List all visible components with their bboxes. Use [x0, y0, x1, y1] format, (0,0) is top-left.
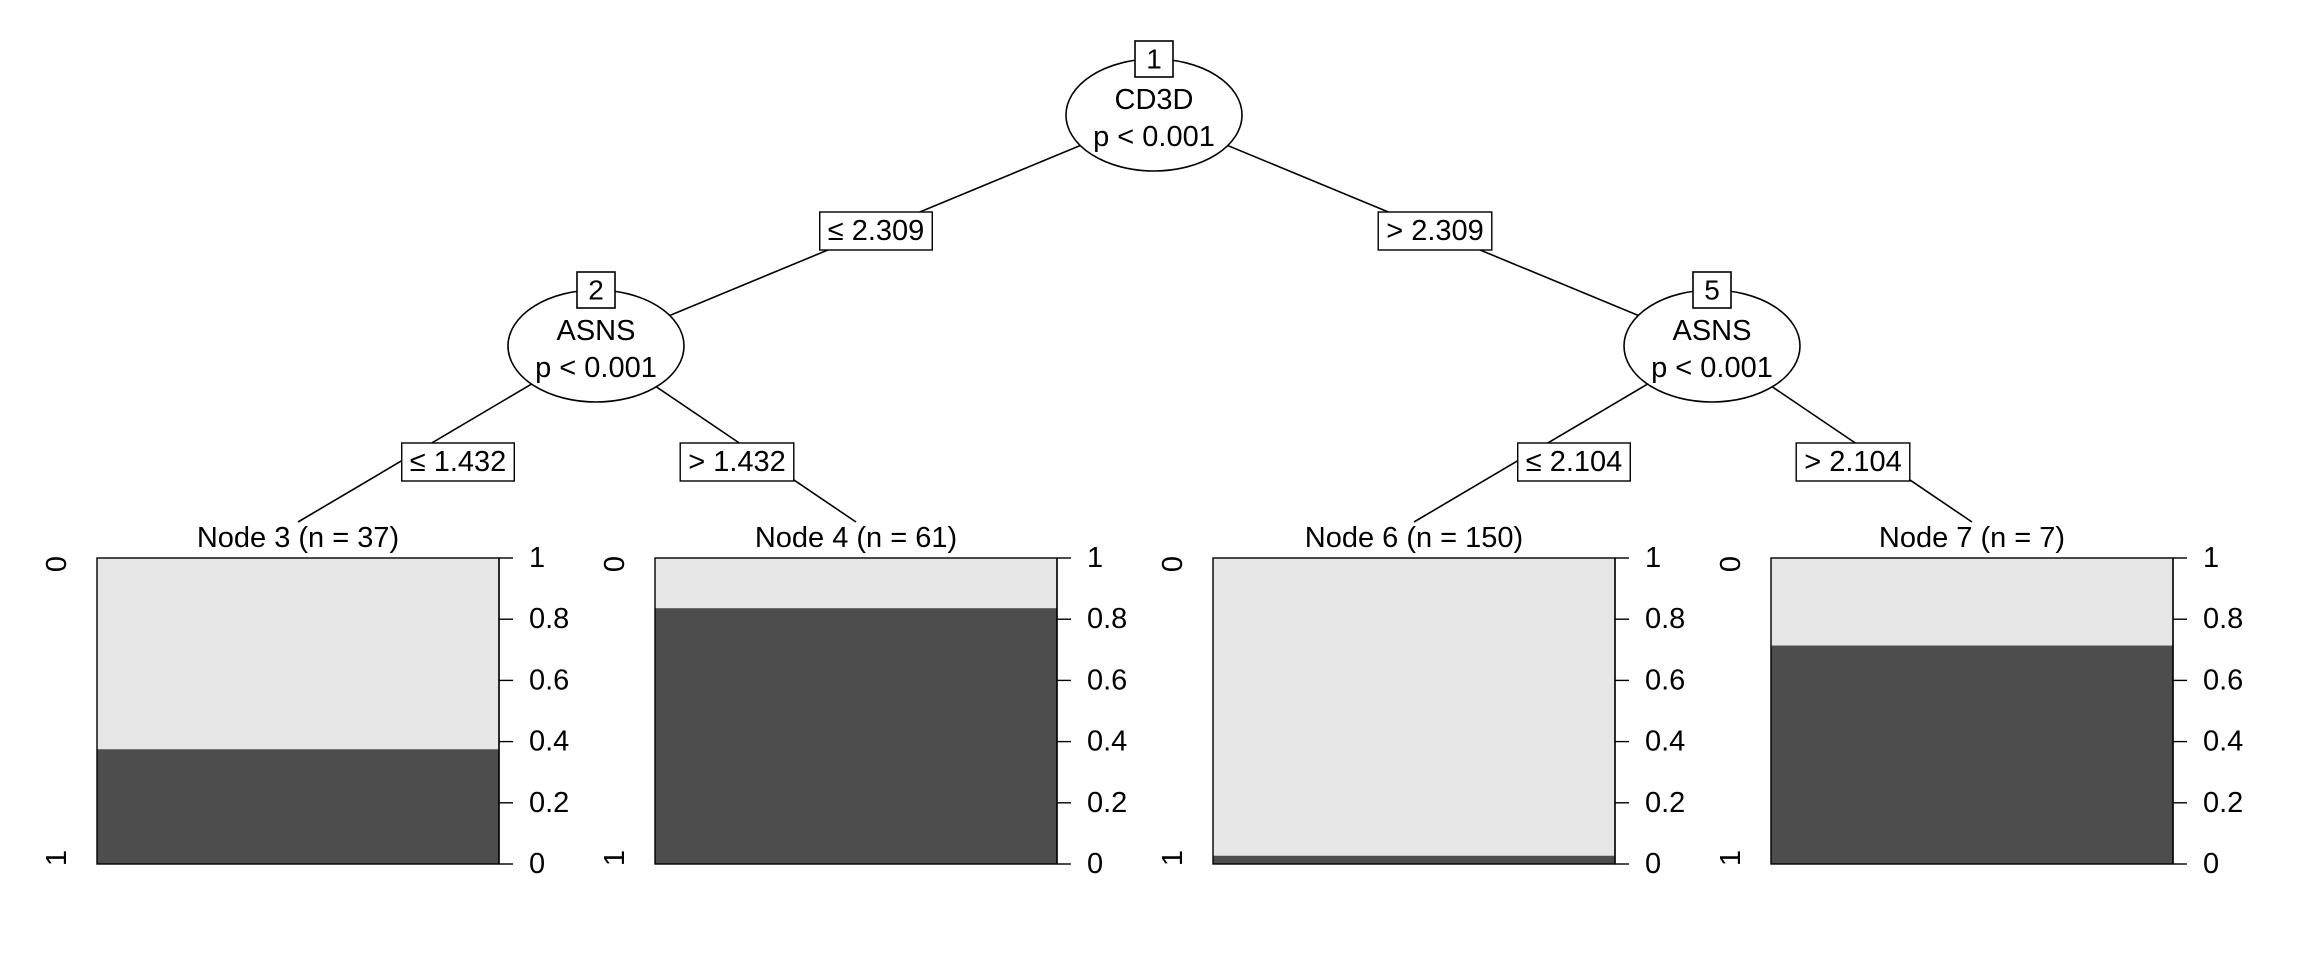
class-label-bottom: 1: [599, 850, 631, 866]
y-tick-label: 0: [2203, 848, 2219, 880]
y-tick-label: 0.4: [1645, 726, 1685, 758]
y-tick-label: 0.4: [1087, 726, 1127, 758]
terminal-node-title: Node 6 (n = 150): [1305, 522, 1523, 554]
node-variable-label: CD3D: [1115, 84, 1194, 116]
y-tick-label: 0.8: [529, 603, 569, 635]
edge-label-text: ≤ 2.309: [828, 215, 925, 247]
y-tick-label: 0.2: [2203, 787, 2243, 819]
class-label-bottom: 1: [1715, 850, 1747, 866]
class-label-top: 0: [1715, 556, 1747, 572]
terminal-node-title: Node 7 (n = 7): [1879, 522, 2065, 554]
class-label-bottom: 1: [1157, 850, 1189, 866]
edge-label-box: [679, 442, 795, 482]
y-tick-label: 0.6: [529, 664, 569, 696]
node-id-box: [1134, 40, 1174, 78]
edge-label-box: [401, 442, 515, 482]
y-tick-label: 1: [1087, 542, 1103, 574]
y-tick-label: 0.2: [529, 787, 569, 819]
edge-label-1-5: > 2.309: [1377, 211, 1493, 251]
bar-segment-class-1: [1771, 645, 2173, 864]
y-tick-label: 0.6: [1645, 664, 1685, 696]
y-tick-label: 1: [1645, 542, 1661, 574]
edge-label-2-3: ≤ 1.432: [401, 442, 515, 482]
terminal-node-6: Node 6 (n = 150) 0 0.2 0.4 0.6 0.8 1 0 1: [1157, 522, 1685, 880]
edge-label-5-6: ≤ 2.104: [1517, 442, 1631, 482]
class-label-top: 0: [599, 556, 631, 572]
terminal-node-title: Node 3 (n = 37): [197, 522, 399, 554]
edge-label-1-2: ≤ 2.309: [819, 211, 933, 251]
node-id-label: 5: [1704, 275, 1720, 306]
y-tick-label: 0.4: [2203, 726, 2243, 758]
bar-segment-class-0: [97, 558, 499, 750]
edge-label-box: [1795, 442, 1911, 482]
class-label-bottom: 1: [41, 850, 73, 866]
edge-label-box: [1377, 211, 1493, 251]
bar-segment-class-1: [1213, 855, 1615, 864]
y-tick-label: 0: [529, 848, 545, 880]
bar-segment-class-0: [1213, 558, 1615, 856]
y-tick-label: 1: [2203, 542, 2219, 574]
edge-label-box: [1517, 442, 1631, 482]
node-p-value-label: p < 0.001: [1093, 121, 1215, 153]
y-tick-label: 0: [1645, 848, 1661, 880]
y-tick-label: 0.6: [1087, 664, 1127, 696]
bar-segment-class-0: [1771, 558, 2173, 646]
edge-label-text: > 2.104: [1804, 446, 1902, 478]
y-tick-label: 0.2: [1087, 787, 1127, 819]
node-id-box: [576, 271, 616, 309]
edge-label-box: [819, 211, 933, 251]
node-variable-label: ASNS: [1673, 315, 1752, 347]
y-tick-label: 0.4: [529, 726, 569, 758]
bar-segment-class-1: [97, 749, 499, 864]
node-id-label: 2: [588, 275, 604, 306]
terminal-node-title: Node 4 (n = 61): [755, 522, 957, 554]
edge-label-text: ≤ 2.104: [1526, 446, 1623, 478]
y-tick-label: 0.8: [1645, 603, 1685, 635]
edge-label-text: > 2.309: [1386, 215, 1484, 247]
tree-edge-labels: ≤ 2.309 > 2.309 ≤ 1.432 > 1.432 ≤ 2.104 > 2.1…: [401, 211, 1911, 482]
terminal-node-3: Node 3 (n = 37) 0 0.2 0.4 0.6 0.8 1 0 1: [41, 522, 569, 880]
y-tick-label: 0: [1087, 848, 1103, 880]
node-id-box: [1692, 271, 1732, 309]
bar-segment-class-0: [655, 558, 1057, 609]
y-tick-label: 1: [529, 542, 545, 574]
y-tick-label: 0.8: [2203, 603, 2243, 635]
node-p-value-label: p < 0.001: [1651, 352, 1773, 384]
terminal-node-4: Node 4 (n = 61) 0 0.2 0.4 0.6 0.8 1 0 1: [599, 522, 1127, 880]
y-tick-label: 0.2: [1645, 787, 1685, 819]
edge-label-text: > 1.432: [688, 446, 786, 478]
edge-label-2-4: > 1.432: [679, 442, 795, 482]
edge-label-text: ≤ 1.432: [410, 446, 507, 478]
node-p-value-label: p < 0.001: [535, 352, 657, 384]
y-tick-label: 0.6: [2203, 664, 2243, 696]
bar-segment-class-1: [655, 608, 1057, 864]
node-variable-label: ASNS: [557, 315, 636, 347]
class-label-top: 0: [41, 556, 73, 572]
terminal-node-7: Node 7 (n = 7) 0 0.2 0.4 0.6 0.8 1 0 1: [1715, 522, 2243, 880]
node-id-label: 1: [1146, 44, 1162, 75]
y-tick-label: 0.8: [1087, 603, 1127, 635]
class-label-top: 0: [1157, 556, 1189, 572]
edge-label-5-7: > 2.104: [1795, 442, 1911, 482]
